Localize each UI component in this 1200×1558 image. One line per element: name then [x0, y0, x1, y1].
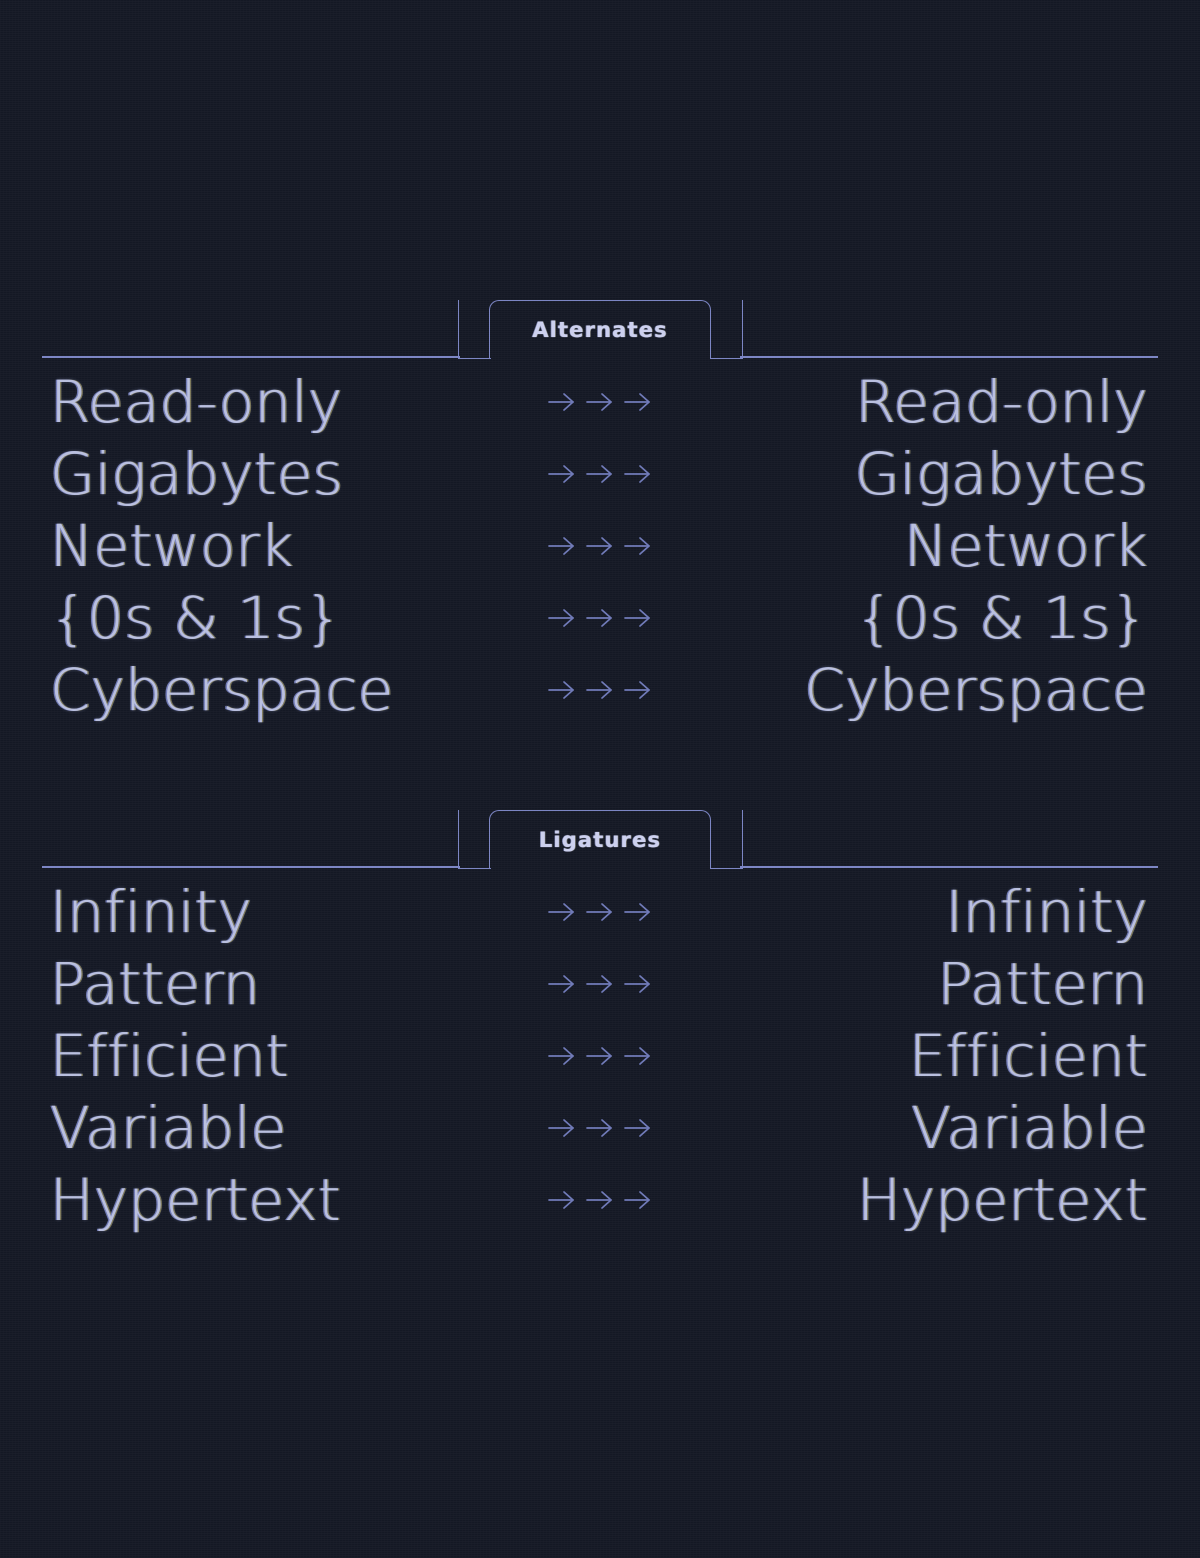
section-tab-alternates: Alternates: [489, 300, 711, 358]
sample-default-form: Read-only: [50, 368, 343, 436]
arrow-right-icon: [621, 675, 655, 705]
header-shoulder-right: [710, 810, 743, 869]
header-shoulder-right: [710, 300, 743, 359]
sample-alternate-form: Gigabytes: [854, 440, 1148, 508]
arrow-right-icon: [545, 459, 579, 489]
arrow-right-icon: [621, 1041, 655, 1071]
sample-row: Network Network: [0, 510, 1200, 582]
sample-default-form: Variable: [50, 1094, 287, 1162]
arrow-right-icon: [583, 531, 617, 561]
header-shoulder-left: [458, 810, 491, 869]
header-rule-left: [42, 866, 460, 868]
transform-arrows: [545, 1041, 655, 1071]
transform-arrows: [545, 1185, 655, 1215]
sample-default-form: Hypertext: [50, 1166, 341, 1234]
sample-default-form: Infinity: [50, 878, 253, 946]
header-rule-right: [740, 866, 1158, 868]
arrow-right-icon: [621, 969, 655, 999]
arrow-right-icon: [621, 897, 655, 927]
section-header-ligatures: Ligatures: [0, 806, 1200, 869]
arrow-right-icon: [583, 603, 617, 633]
arrow-right-icon: [583, 1113, 617, 1143]
sample-row: Efficient Efficient: [0, 1020, 1200, 1092]
sample-alternate-form: Read-only: [855, 368, 1148, 436]
sample-alternate-form: Efficient: [909, 1022, 1148, 1090]
transform-arrows: [545, 603, 655, 633]
sample-alternate-form: Infinity: [945, 878, 1148, 946]
transform-arrows: [545, 387, 655, 417]
sample-row: Gigabytes Gigabytes: [0, 438, 1200, 510]
sample-default-form: Gigabytes: [50, 440, 344, 508]
arrow-right-icon: [583, 387, 617, 417]
sample-alternate-form: {0s & 1s}: [855, 584, 1148, 652]
section-tab-ligatures: Ligatures: [489, 810, 711, 868]
arrow-right-icon: [621, 1185, 655, 1215]
sample-row: Cyberspace Cyberspace: [0, 654, 1200, 726]
arrow-right-icon: [545, 675, 579, 705]
sample-row: Hypertext Hypertext: [0, 1164, 1200, 1236]
arrow-right-icon: [583, 459, 617, 489]
transform-arrows: [545, 531, 655, 561]
transform-arrows: [545, 1113, 655, 1143]
section-header-alternates: Alternates: [0, 296, 1200, 359]
arrow-right-icon: [545, 387, 579, 417]
sample-default-form: Network: [50, 512, 294, 580]
arrow-right-icon: [545, 531, 579, 561]
sample-alternate-form: Hypertext: [857, 1166, 1148, 1234]
transform-arrows: [545, 459, 655, 489]
sample-default-form: Pattern: [50, 950, 261, 1018]
sample-row: {0s & 1s} {0s & 1s}: [0, 582, 1200, 654]
header-rule-right: [740, 356, 1158, 358]
arrow-right-icon: [545, 1041, 579, 1071]
arrow-right-icon: [545, 1113, 579, 1143]
sample-default-form: {0s & 1s}: [50, 584, 343, 652]
arrow-right-icon: [621, 531, 655, 561]
sample-alternate-form: Pattern: [937, 950, 1148, 1018]
transform-arrows: [545, 969, 655, 999]
arrow-right-icon: [583, 897, 617, 927]
arrow-right-icon: [545, 1185, 579, 1215]
arrow-right-icon: [583, 675, 617, 705]
arrow-right-icon: [621, 1113, 655, 1143]
sample-alternate-form: Variable: [911, 1094, 1148, 1162]
arrow-right-icon: [621, 459, 655, 489]
section-label-ligatures: Ligatures: [538, 827, 662, 852]
arrow-right-icon: [583, 1041, 617, 1071]
arrow-right-icon: [583, 969, 617, 999]
arrow-right-icon: [545, 969, 579, 999]
sample-row: Read-only Read-only: [0, 366, 1200, 438]
sample-default-form: Efficient: [50, 1022, 289, 1090]
sample-row: Infinity Infinity: [0, 876, 1200, 948]
header-shoulder-left: [458, 300, 491, 359]
arrow-right-icon: [545, 603, 579, 633]
header-rule-left: [42, 356, 460, 358]
sample-default-form: Cyberspace: [50, 656, 394, 724]
section-label-alternates: Alternates: [532, 317, 668, 342]
transform-arrows: [545, 675, 655, 705]
sample-row: Variable Variable: [0, 1092, 1200, 1164]
arrow-right-icon: [545, 897, 579, 927]
transform-arrows: [545, 897, 655, 927]
arrow-right-icon: [583, 1185, 617, 1215]
sample-alternate-form: Cyberspace: [804, 656, 1148, 724]
sample-row: Pattern Pattern: [0, 948, 1200, 1020]
sample-alternate-form: Network: [904, 512, 1148, 580]
arrow-right-icon: [621, 387, 655, 417]
arrow-right-icon: [621, 603, 655, 633]
